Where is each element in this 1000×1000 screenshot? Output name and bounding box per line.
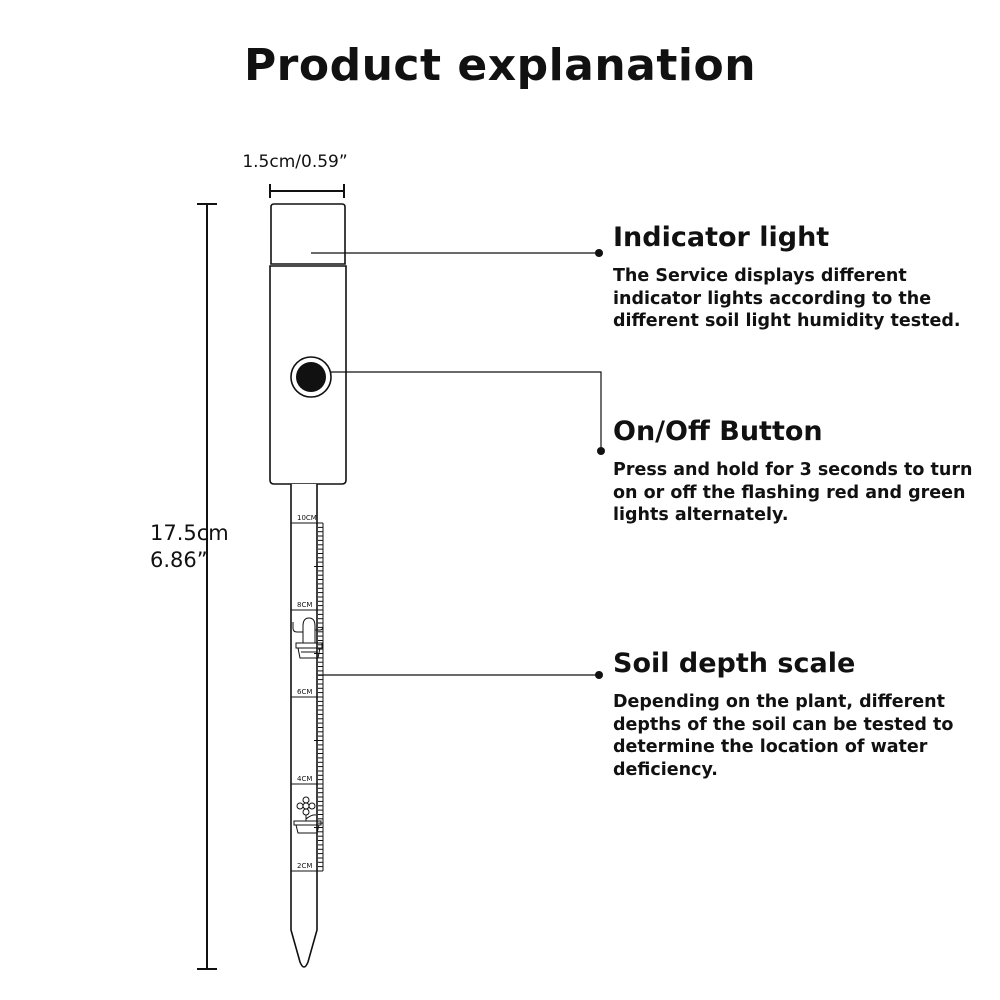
width-dimension-label: 1.5cm/0.59” <box>242 152 348 172</box>
height-dimension-line <box>197 203 217 970</box>
callout-on-off-button: On/Off Button Press and hold for 3 secon… <box>613 415 998 527</box>
callout-indicator-light: Indicator light The Service displays dif… <box>613 221 998 333</box>
depth-scale-labels: 10CM 8CM 6CM 4CM 2CM <box>297 514 317 870</box>
callout-soil-depth-scale: Soil depth scale Depending on the plant,… <box>613 647 998 781</box>
cactus-pot-icon <box>292 617 324 659</box>
callout-description: Press and hold for 3 seconds to turn on … <box>613 460 973 525</box>
sensor-head <box>269 203 347 485</box>
width-dimension-line <box>269 184 345 198</box>
page-title: Product explanation <box>243 40 757 91</box>
callout-title: Soil depth scale <box>613 648 856 679</box>
leader-lines <box>311 252 602 676</box>
probe-shaft <box>290 484 318 968</box>
scale-label: 2CM <box>297 862 312 870</box>
callout-description: Depending on the plant, different depths… <box>613 692 954 780</box>
height-in-label: 6.86” <box>150 548 208 572</box>
height-cm-label: 17.5cm <box>150 521 229 545</box>
scale-label: 6CM <box>297 688 312 696</box>
callout-title: Indicator light <box>613 222 830 253</box>
leader-dots <box>595 249 605 679</box>
flower-pot-icon <box>293 796 322 834</box>
height-dimension-label: 17.5cm 6.86” <box>150 520 260 574</box>
power-button[interactable] <box>290 356 332 398</box>
scale-label: 4CM <box>297 775 312 783</box>
indicator-cap <box>270 203 346 265</box>
button-leader-line <box>331 371 602 451</box>
callout-description: The Service displays different indicator… <box>613 266 961 331</box>
callout-title: On/Off Button <box>613 416 823 447</box>
scale-label: 8CM <box>297 601 312 609</box>
scale-label: 10CM <box>297 514 317 522</box>
depth-scale-ticks <box>291 522 324 872</box>
